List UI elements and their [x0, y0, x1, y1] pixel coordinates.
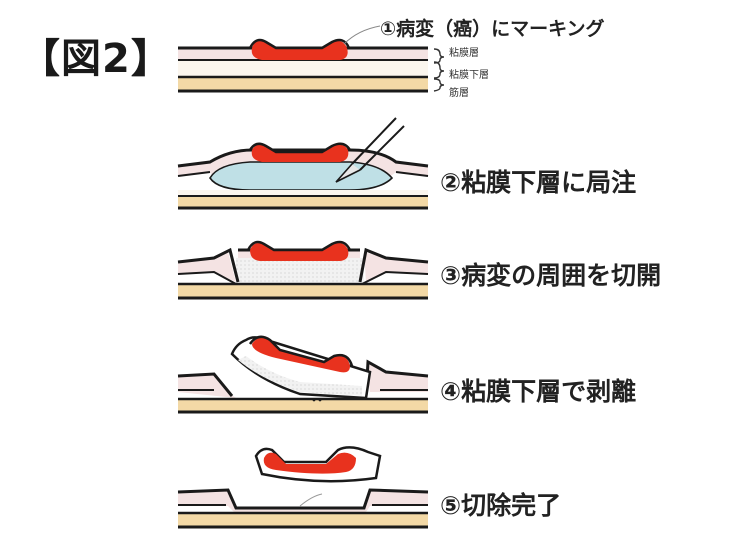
layer-label-mucosa: 粘膜層 [449, 48, 479, 59]
step-4-lesion [252, 337, 350, 373]
step-3-submucosa-exposed [236, 258, 364, 282]
step-5-defect-outline [177, 488, 429, 510]
step-1-diagram [178, 25, 445, 93]
layer-label-submucosa: 粘膜下層 [449, 70, 489, 81]
step-2-needle [335, 117, 405, 183]
step-5-muscle [178, 514, 428, 526]
brace-muscle [433, 78, 445, 92]
step-3-muscle [178, 285, 428, 297]
figure-title: 【図2】 [20, 36, 172, 82]
step-1-lesion [251, 40, 348, 60]
brace-submucosa [433, 61, 445, 79]
step-4-label: ④粘膜下層で剥離 [440, 377, 637, 406]
brace-mucosa [433, 48, 445, 64]
step-5-lesion [263, 452, 356, 474]
step-2-label: ②粘膜下層に局注 [440, 168, 637, 197]
step-2-diagram [177, 117, 429, 210]
layer-label-muscle: 筋層 [449, 88, 469, 99]
step-2-muscle [178, 197, 428, 208]
step-4-muscle [178, 400, 428, 412]
step-1-submucosa [178, 60, 428, 76]
step-3-diagram [177, 240, 429, 300]
step-3-label: ③病変の周囲を切開 [440, 261, 662, 290]
step-5-diagram [177, 446, 429, 529]
step-4-diagram [177, 335, 429, 414]
step-1-muscle [178, 78, 428, 90]
step-3-lesion [250, 242, 349, 261]
step-5-label: ⑤切除完了 [440, 491, 562, 520]
step-1-label: ①病変（癌）にマーキング [380, 18, 605, 40]
step-2-lesion [251, 144, 349, 162]
